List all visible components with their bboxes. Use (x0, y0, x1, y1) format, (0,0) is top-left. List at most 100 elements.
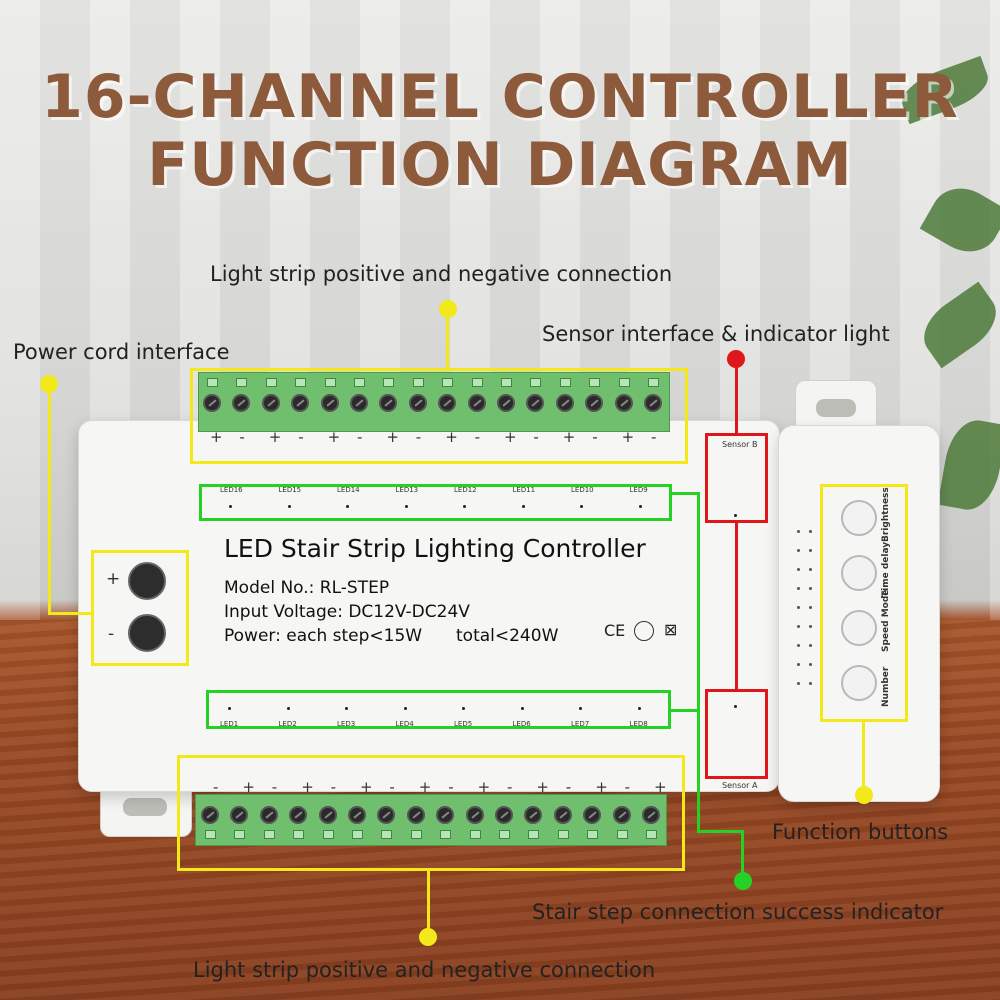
led-indicator (463, 505, 466, 508)
top-strip-line (446, 308, 449, 370)
bottom-polarity-sign: + (477, 778, 491, 796)
model-number: Model No.: RL-STEP (224, 578, 390, 598)
sensor-a-box (705, 689, 768, 779)
terminal-latch (354, 378, 365, 387)
terminal-latch (618, 378, 630, 387)
terminal-latch (589, 378, 601, 387)
led-indicator (580, 505, 583, 508)
terminal-screw (320, 394, 339, 412)
top-polarity-sign: + (327, 428, 341, 446)
vent-hole (809, 530, 812, 533)
top-polarity-sign: - (357, 428, 363, 446)
vent-hole (809, 625, 812, 628)
vent-hole (797, 682, 800, 685)
bottom-led-box (206, 690, 671, 729)
terminal-screw (201, 806, 219, 824)
power-rating: Power: each step<15W (224, 626, 423, 646)
terminal-screw (467, 394, 486, 412)
top-strip-box (190, 368, 688, 464)
label-sensor: Sensor interface & indicator light (542, 322, 890, 346)
top-polarity-sign: - (474, 428, 481, 446)
vent-hole (797, 663, 800, 666)
terminal-screw (553, 806, 572, 824)
bottom-polarity-sign: + (418, 778, 432, 796)
terminal-latch (263, 830, 275, 839)
label-indicator: Stair step connection success indicator (532, 900, 944, 924)
vent-hole (809, 549, 812, 552)
vent-hole (809, 606, 812, 609)
terminal-screw (261, 394, 280, 412)
sensor-b-indicator (734, 514, 737, 517)
function-button[interactable] (841, 665, 877, 701)
function-button[interactable] (841, 500, 877, 536)
terminal-screw (495, 806, 513, 824)
led-indicator (462, 707, 465, 710)
led-indicator (346, 505, 349, 508)
controller-body (78, 420, 780, 792)
vent-hole (809, 644, 812, 647)
bottom-polarity-sign: - (565, 778, 572, 796)
led-indicator (404, 505, 408, 508)
led-label: LED9 (629, 486, 648, 494)
terminal-latch (352, 830, 363, 839)
indicator-dot (734, 872, 752, 890)
bottom-polarity-sign: - (271, 778, 278, 796)
bottom-polarity-sign: + (360, 778, 373, 796)
terminal-screw (612, 806, 631, 824)
vent-hole (797, 568, 800, 571)
led-indicator (287, 505, 291, 508)
terminal-screw (526, 394, 545, 412)
function-button[interactable] (841, 555, 877, 591)
terminal-latch (501, 378, 512, 387)
led-indicator (403, 707, 407, 710)
vent-hole (809, 682, 812, 685)
title-line-1: 16-CHANNEL CONTROLLER (41, 62, 959, 132)
terminal-latch (499, 830, 510, 839)
label-function: Function buttons (772, 820, 949, 844)
terminal-screw (348, 806, 366, 824)
label-top-strip: Light strip positive and negative connec… (210, 262, 673, 286)
led-line-bot-h (671, 709, 698, 712)
led-label: LED11 (512, 486, 536, 494)
terminal-screw (203, 394, 221, 412)
led-line-v2 (741, 830, 744, 880)
terminal-latch (471, 378, 483, 387)
led-indicator (520, 707, 524, 710)
terminal-latch (293, 830, 305, 839)
bottom-polarity-sign: - (507, 778, 513, 796)
top-polarity-sign: + (445, 428, 458, 446)
terminal-screw (524, 806, 543, 824)
top-polarity-sign: - (592, 428, 598, 446)
bottom-strip-line (427, 870, 430, 934)
top-strip-dot (439, 300, 457, 318)
terminal-latch (557, 830, 569, 839)
power-plus-screw (128, 562, 166, 600)
terminal-screw (438, 394, 457, 412)
bottom-polarity-sign: - (330, 778, 337, 796)
terminal-latch (616, 830, 628, 839)
bottom-polarity-sign: + (654, 778, 667, 796)
led-label: LED8 (629, 720, 648, 728)
device-name: LED Stair Strip Lighting Controller (224, 534, 646, 563)
vent-hole (809, 568, 812, 571)
input-voltage: Input Voltage: DC12V-DC24V (224, 602, 470, 622)
sensor-b-box (705, 433, 768, 523)
bottom-polarity-sign: + (595, 778, 608, 796)
terminal-latch (528, 830, 540, 839)
function-dot (855, 786, 873, 804)
top-polarity-sign: + (386, 428, 399, 446)
terminal-latch (559, 378, 571, 387)
led-label: LED7 (571, 720, 590, 728)
weee-bin-icon: ⊠ (664, 620, 678, 639)
top-polarity-sign: + (504, 428, 517, 446)
led-label: LED16 (220, 486, 243, 494)
terminal-latch (265, 378, 277, 387)
terminal-screw (379, 394, 398, 412)
ce-mark: CE (604, 621, 626, 640)
terminal-latch (295, 378, 307, 387)
terminal-latch (646, 830, 657, 839)
led-label: LED10 (571, 486, 594, 494)
led-indicator (579, 707, 582, 710)
function-button[interactable] (841, 610, 877, 646)
bottom-polarity-sign: - (389, 778, 395, 796)
